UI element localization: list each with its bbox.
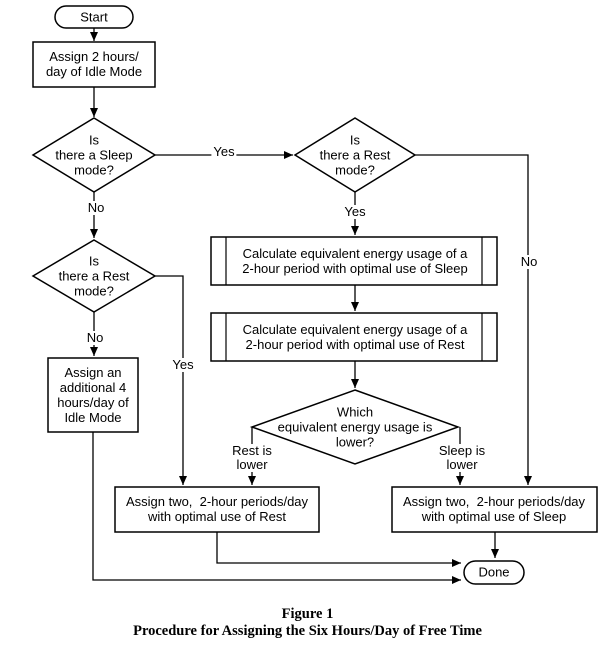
calc-rest-box: [210, 312, 498, 362]
assign-sleep-periods-box: [391, 486, 598, 533]
assign-sleep-periods-label: Assign two, 2-hour periods/day with opti…: [402, 494, 586, 524]
assign-rest-periods-label: Assign two, 2-hour periods/day with opti…: [125, 494, 309, 524]
edge-label-rest-left-yes: Yes: [170, 357, 196, 372]
calc-sleep-label: Calculate equivalent energy usage of a 2…: [242, 246, 468, 276]
rest-mode-right-decision-label: Is there a Rest mode?: [319, 132, 391, 178]
rest-mode-right-diamond: [293, 117, 417, 193]
calc-rest-label: Calculate equivalent energy usage of a 2…: [242, 322, 468, 352]
edge-rest-right-no-to-assign-sleep: [415, 154, 532, 485]
edge-label-sleep-is-lower: Sleep is lower: [436, 443, 488, 472]
edge-label-rest-right-no: No: [518, 254, 540, 269]
rest-mode-left-diamond: [31, 239, 157, 313]
done-label: Done: [478, 564, 510, 580]
start-label: Start: [80, 9, 108, 25]
assign-idle-2h-box: [32, 41, 156, 88]
edge-assign-rest-to-done: [216, 532, 461, 567]
done-terminator-shape: [463, 560, 525, 585]
assign-idle-4h-box: [47, 357, 139, 433]
edge-label-sleep-no: No: [85, 200, 107, 215]
calc-sleep-box: [210, 236, 498, 286]
assign-idle-2h-label: Assign 2 hours/ day of Idle Mode: [45, 49, 143, 79]
figure-caption-title: Procedure for Assigning the Six Hours/Da…: [133, 623, 482, 639]
assign-idle-4h-label: Assign an additional 4 hours/day of Idle…: [57, 365, 129, 425]
which-lower-diamond: [249, 389, 461, 465]
edge-label-rest-is-lower: Rest is lower: [230, 443, 274, 472]
edge-label-rest-right-yes: Yes: [342, 204, 368, 219]
sleep-mode-decision-label: Is there a Sleep mode?: [55, 132, 133, 178]
which-lower-decision-label: Which equivalent energy usage is lower?: [277, 404, 433, 450]
edge-label-sleep-yes: Yes: [211, 144, 237, 159]
assign-rest-periods-box: [114, 486, 320, 533]
figure-caption-number: Figure 1: [281, 606, 334, 622]
edge-label-rest-left-no: No: [84, 330, 106, 345]
rest-mode-left-decision-label: Is there a Rest mode?: [58, 253, 130, 299]
edge-assign4h-to-done: [92, 432, 461, 584]
sleep-mode-diamond: [31, 117, 157, 193]
edge-rest-left-yes-to-assign-rest: [155, 275, 187, 485]
start-terminator-shape: [54, 5, 134, 29]
